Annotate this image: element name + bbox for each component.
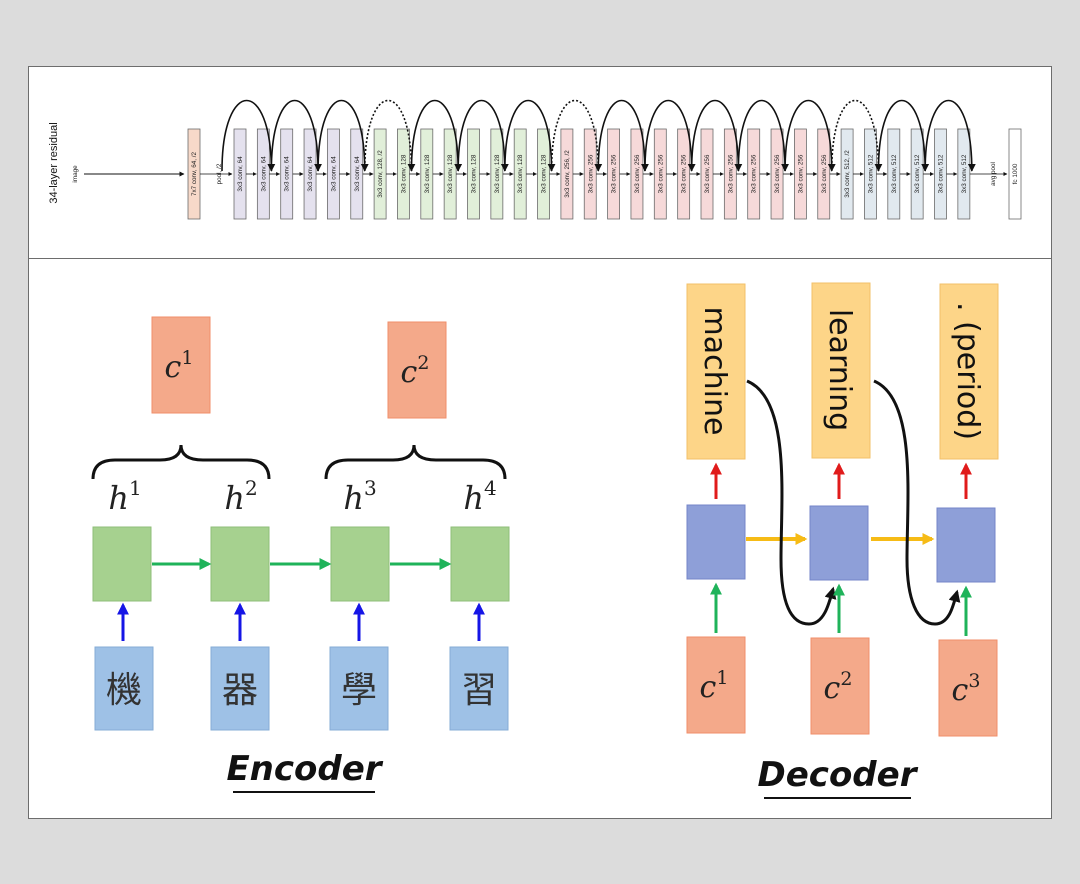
input-char-4: 習 — [461, 670, 497, 711]
skip-arc-12 — [737, 99, 790, 172]
decoder-box-3 — [936, 507, 996, 583]
conv-layer-26-label: 3x3 conv, 256 — [821, 154, 828, 193]
skip-arc-15 — [877, 99, 930, 172]
skip-arc-7 — [504, 99, 556, 172]
conv-layer-4-label: 3x3 conv, 64 — [307, 156, 314, 192]
conv-layer-10-label: 3x3 conv, 128 — [447, 154, 454, 193]
input-char-3: 學 — [341, 670, 377, 711]
skip-arc-10 — [644, 99, 696, 172]
conv-layer-17-label: 3x3 conv, 256 — [611, 154, 618, 193]
conv-layer-8-label: 3x3 conv, 128 — [400, 154, 407, 193]
decoder-context-box-3 — [938, 639, 998, 737]
conv-layer-12-label: 3x3 conv, 128 — [494, 154, 501, 193]
output-word-2: learning — [822, 309, 857, 431]
conv-layer-22-label: 3x3 conv, 256 — [727, 154, 734, 193]
hidden-label-4: h4 — [463, 476, 496, 517]
conv-layer-5-label: 3x3 conv, 64 — [330, 156, 337, 192]
resnet-title: 34-layer residual — [48, 122, 60, 203]
conv-layer-32-label: 3x3 conv, 512 — [961, 154, 968, 193]
skip-arc-5 — [410, 99, 463, 172]
conv-layer-3-label: 3x3 conv, 64 — [284, 156, 291, 192]
input-char-1: 機 — [106, 670, 142, 711]
conv-layer-6-label: 3x3 conv, 64 — [354, 156, 361, 192]
conv-layer-20-label: 3x3 conv, 256 — [681, 154, 688, 193]
decoder-context-label-2: c2 — [824, 668, 853, 706]
output-box-1 — [686, 283, 746, 460]
figure-frame: 34-layer residual image 7x7 conv, 64, /2… — [28, 66, 1052, 819]
decoder-context-box-2 — [810, 637, 870, 735]
resnet-diagram: 34-layer residual image 7x7 conv, 64, /2… — [48, 99, 1022, 220]
conv-layer-14-label: 3x3 conv, 128 — [541, 154, 548, 193]
hidden-label-2: h2 — [224, 476, 257, 517]
skip-arc-3 — [317, 99, 369, 172]
hidden-label-1: h1 — [108, 476, 141, 517]
fc-layer-box — [1008, 128, 1022, 220]
output-word-1: machine — [697, 307, 732, 436]
skip-arc-16 — [924, 99, 976, 172]
hidden-box-3 — [330, 526, 390, 602]
panel-divider — [29, 258, 1051, 259]
hidden-box-4 — [450, 526, 510, 602]
resnet-skip-connections — [221, 99, 976, 172]
seq2seq-diagram: c1 c2 h1 h2 h3 h4 — [91, 282, 999, 799]
conv-layer-30-label: 3x3 conv, 512 — [914, 154, 921, 193]
decoder-context-box-1 — [686, 636, 746, 734]
output-box-3 — [939, 283, 999, 460]
skip-arc-2 — [270, 99, 323, 172]
output-word-3: . (period) — [950, 302, 985, 440]
conv-layer-11-label: 3x3 conv, 128 — [471, 154, 478, 193]
input-box-4 — [449, 646, 509, 731]
skip-arc-6 — [457, 99, 509, 172]
decoder-caption: Decoder — [758, 755, 919, 795]
output-box-2 — [811, 282, 871, 459]
conv-layer-18-label: 3x3 conv, 256 — [634, 154, 641, 193]
encoder-context-label-1: c1 — [165, 347, 194, 385]
conv-layer-16-label: 3x3 conv, 256 — [587, 154, 594, 193]
stem-layer-label: 7x7 conv, 64, /2 — [191, 152, 198, 196]
conv-layer-19-label: 3x3 conv, 256 — [657, 154, 664, 193]
conv-layer-24-label: 3x3 conv, 256 — [774, 154, 781, 193]
encoder-context-box-2 — [387, 321, 447, 419]
skip-arc-1 — [221, 99, 276, 172]
conv-layer-2-label: 3x3 conv, 64 — [260, 156, 267, 192]
hidden-label-3: h3 — [343, 476, 376, 517]
encoder-context-box-1 — [151, 316, 211, 414]
conv-layer-29-label: 3x3 conv, 512 — [891, 154, 898, 193]
resnet-input-label: image — [72, 165, 79, 183]
skip-arc-13 — [784, 99, 836, 172]
brace-left — [91, 444, 271, 480]
encoder-context-label-2: c2 — [401, 352, 430, 390]
conv-layer-31-label: 3x3 conv, 512 — [938, 154, 945, 193]
conv-layer-1-label: 3x3 conv, 64 — [237, 156, 244, 192]
decoder-context-label-1: c1 — [700, 667, 729, 705]
input-char-2: 器 — [222, 670, 258, 711]
feedback-arrow-2 — [873, 379, 961, 626]
conv-layer-9-label: 3x3 conv, 128 — [424, 154, 431, 193]
encoder-caption: Encoder — [226, 749, 383, 789]
input-box-1 — [94, 646, 154, 731]
avg-pool-label: avg pool — [990, 162, 997, 186]
pool-label: pool, /2 — [216, 163, 223, 184]
conv-layer-25-label: 3x3 conv, 256 — [797, 154, 804, 193]
conv-layer-23-label: 3x3 conv, 256 — [751, 154, 758, 193]
fc-layer-label: fc 1000 — [1012, 163, 1019, 184]
input-box-2 — [210, 646, 270, 731]
decoder-box-2 — [809, 505, 869, 581]
resnet-layer-stack: 7x7 conv, 64, /2 3x3 conv, 64 3x3 conv, 64… — [187, 128, 1022, 220]
feedback-arrow-1 — [746, 379, 837, 626]
decoder-context-label-3: c3 — [952, 670, 981, 708]
hidden-box-1 — [92, 526, 152, 602]
input-box-3 — [329, 646, 389, 731]
conv-layer-7-label: 3x3 conv, 128, /2 — [377, 150, 384, 198]
conv-layer-15-label: 3x3 conv, 256, /2 — [564, 150, 571, 198]
conv-layer-13-label: 3x3 conv, 128 — [517, 154, 524, 193]
conv-layer-27-label: 3x3 conv, 512, /2 — [844, 150, 851, 198]
skip-arc-11 — [690, 99, 743, 172]
skip-arc-9 — [597, 99, 649, 172]
conv-layer-28-label: 3x3 conv, 512 — [867, 154, 874, 193]
decoder-box-1 — [686, 504, 746, 580]
conv-layer-21-label: 3x3 conv, 256 — [704, 154, 711, 193]
brace-right — [324, 444, 507, 480]
hidden-box-2 — [210, 526, 270, 602]
